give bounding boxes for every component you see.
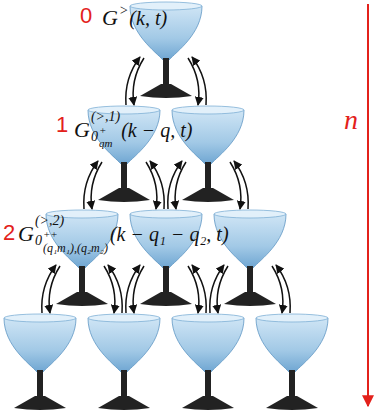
arrow-pair bbox=[84, 161, 164, 209]
superscript: (>,1) bbox=[91, 110, 120, 124]
flow-arrow bbox=[234, 161, 248, 209]
depth-arrow bbox=[367, 4, 369, 406]
flow-arrow bbox=[126, 265, 140, 313]
flow-arrow bbox=[108, 265, 122, 313]
lower-script: 0++ (q₁m₁),(q₂m₂) bbox=[35, 228, 109, 254]
lower-script: qm bbox=[99, 137, 112, 150]
function-symbol: G bbox=[74, 119, 90, 141]
row-index: 0 bbox=[80, 5, 92, 27]
glass bbox=[88, 314, 160, 410]
glass bbox=[4, 314, 76, 410]
glass bbox=[256, 314, 328, 410]
upper-script: > bbox=[119, 4, 128, 18]
sub-subscript: qm bbox=[99, 138, 112, 149]
flow-arrow bbox=[276, 265, 290, 313]
formula-row: G(>,1) 0+ qm (k − q, t) bbox=[74, 110, 192, 150]
upper-script: + bbox=[99, 124, 106, 137]
glass bbox=[130, 2, 202, 98]
subscript: 0 bbox=[91, 130, 98, 144]
script-stack: (>,2) 0++ (q₁m₁),(q₂m₂) bbox=[35, 214, 109, 254]
flow-arrow bbox=[168, 161, 182, 209]
function-symbol: G bbox=[18, 223, 34, 245]
flow-arrow bbox=[192, 57, 206, 105]
flow-arrows bbox=[42, 57, 290, 313]
flow-arrow bbox=[42, 265, 56, 313]
depth-label: n bbox=[344, 104, 358, 135]
flow-arrow bbox=[192, 265, 206, 313]
script-stack: ++ (q₁m₁),(q₂m₂) bbox=[43, 228, 108, 254]
formula: G(>,1) 0+ qm (k − q, t) bbox=[74, 110, 192, 150]
sub-superscript: + bbox=[99, 125, 106, 136]
argument: (k − q₁ − q₂, t) bbox=[110, 224, 229, 244]
formula-row: G(>,2) 0++ (q₁m₁),(q₂m₂)(k − q₁ − q₂, t) bbox=[18, 214, 229, 254]
upper-script: (>,1) bbox=[91, 110, 120, 124]
upper-script: (>,2) bbox=[35, 214, 64, 228]
upper-script: ++ bbox=[43, 228, 58, 241]
arrow-pair bbox=[126, 57, 206, 105]
arrow-pair bbox=[42, 265, 122, 313]
flow-arrow bbox=[126, 57, 140, 105]
script-stack: + qm bbox=[99, 124, 112, 150]
function-symbol: G bbox=[102, 7, 118, 29]
row-index: 0 bbox=[80, 3, 92, 28]
row-index: 1 bbox=[56, 112, 68, 137]
argument: (k − q, t) bbox=[121, 120, 192, 140]
script-stack: (>,1) 0+ qm bbox=[91, 110, 120, 150]
row-index: 2 bbox=[3, 220, 15, 245]
argument: (k, t) bbox=[129, 8, 167, 28]
formula-row: 0++ (q₁m₁),(q₂m₂) bbox=[35, 228, 109, 254]
glass bbox=[172, 314, 244, 410]
script-stack: > bbox=[119, 4, 128, 31]
lower-script: (q₁m₁),(q₂m₂) bbox=[43, 241, 108, 254]
subscript: 0 bbox=[35, 234, 42, 248]
sub-subscript: (q₁m₁),(q₂m₂) bbox=[43, 242, 108, 254]
formula: G>(k, t) bbox=[102, 4, 167, 31]
formula-row: 0+ qm bbox=[91, 124, 113, 150]
formula-row: G>(k, t) bbox=[102, 4, 167, 31]
row-index: 2 bbox=[3, 222, 15, 244]
flow-arrow bbox=[210, 265, 224, 313]
sub-superscript: ++ bbox=[43, 229, 58, 240]
formula: G(>,2) 0++ (q₁m₁),(q₂m₂)(k − q₁ − q₂, t) bbox=[18, 214, 229, 254]
superscript: (>,2) bbox=[35, 214, 64, 228]
depth-label: n bbox=[344, 106, 358, 134]
superscript: > bbox=[119, 4, 128, 18]
flow-arrow bbox=[84, 161, 98, 209]
flow-arrow bbox=[150, 161, 164, 209]
row-index: 1 bbox=[56, 114, 68, 136]
lower-script: 0+ qm bbox=[91, 124, 113, 150]
arrow-pair bbox=[126, 265, 206, 313]
arrow-pair bbox=[210, 265, 290, 313]
arrow-pair bbox=[168, 161, 248, 209]
